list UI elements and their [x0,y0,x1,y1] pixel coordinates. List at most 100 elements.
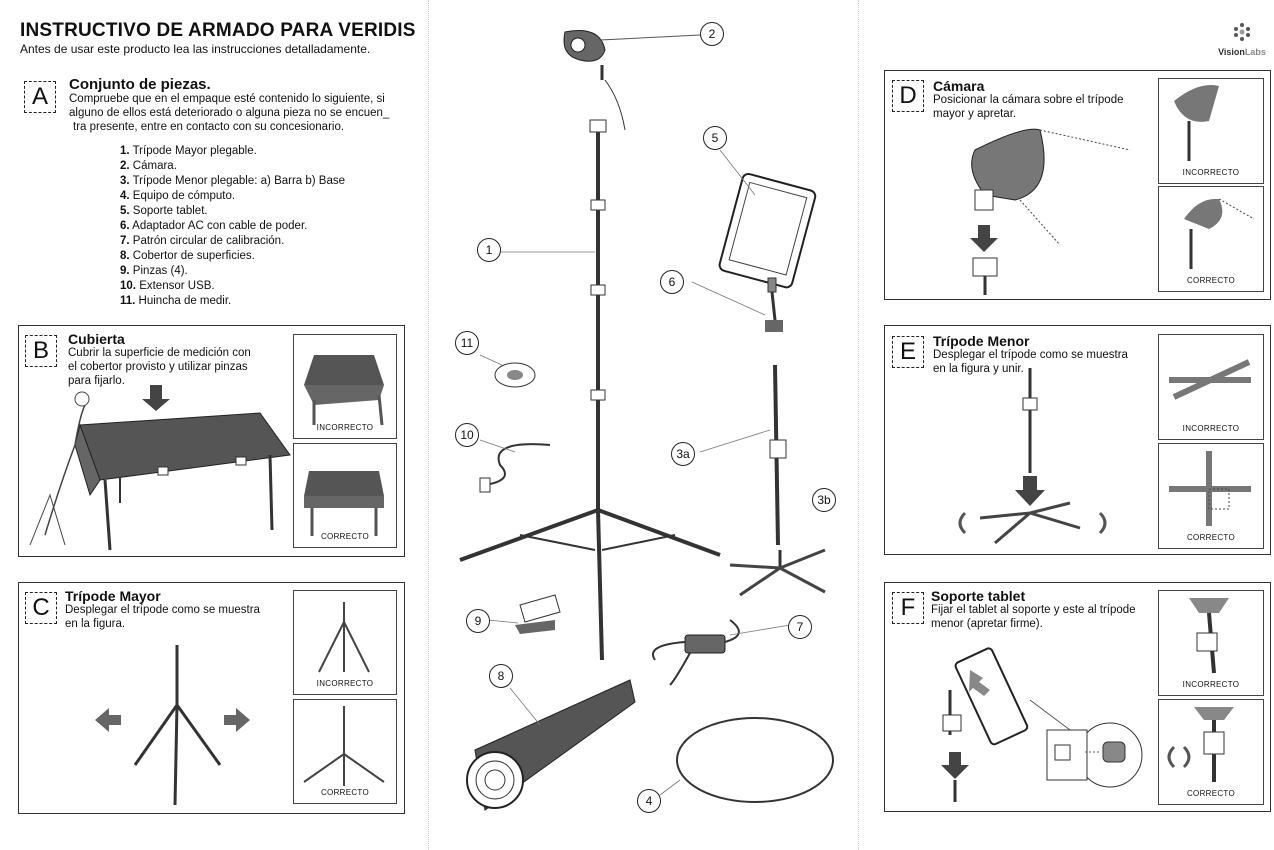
parts-list-item-number: 8. [120,250,130,262]
parts-list-item-label: Pinzas (4). [129,265,188,277]
section-f-title: Soporte tablet [931,588,1026,604]
parts-list-item-label: Equipo de cómputo. [129,190,236,202]
callout-7: 4 [637,789,661,813]
section-d-text: Posicionar la cámara sobre el trípode ma… [933,94,1124,120]
section-d-incorrect-thumb: INCORRECTO [1158,78,1264,184]
callout-1: 1 [477,238,501,262]
parts-list-item-label: Trípode Menor plegable: a) Barra b) Base [129,175,346,187]
section-e-text: Desplegar el trípode como se muestra en … [933,349,1128,375]
parts-list-item: 2. Cámara. [120,159,345,174]
parts-list-item-label: Huincha de medir. [135,295,232,307]
correct-label: CORRECTO [1186,789,1236,798]
parts-list-item: 3. Trípode Menor plegable: a) Barra b) B… [120,174,345,189]
correct-label: CORRECTO [320,532,370,541]
section-f-frame [884,582,1271,812]
incorrect-label: INCORRECTO [1182,168,1240,177]
section-c-text: Desplegar el trípode como se muestra en … [65,604,260,630]
section-f-correct-thumb: CORRECTO [1158,699,1264,805]
parts-list-item: 7. Patrón circular de calibración. [120,234,345,249]
section-e-incorrect-thumb: INCORRECTO [1158,334,1264,440]
callout-6: 7 [788,615,812,639]
parts-list-item-number: 5. [120,205,130,217]
parts-list-item: 4. Equipo de cómputo. [120,189,345,204]
parts-list-item-label: Patrón circular de calibración. [129,235,285,247]
page-subtitle: Antes de usar este producto lea las inst… [20,42,371,56]
parts-list-item-number: 2. [120,160,130,172]
section-b-correct-thumb: CORRECTO [293,443,397,548]
callout-8: 8 [489,664,513,688]
parts-list-item-number: 7. [120,235,130,247]
callout-3a: 3a [671,442,695,466]
correct-label: CORRECTO [320,788,370,797]
logo-text-vision: Vision [1218,47,1245,57]
parts-illustration [459,30,834,811]
parts-list-item-number: 3. [120,175,130,187]
parts-list-item: 1. Trípode Mayor plegable. [120,144,345,159]
parts-list-item-label: Extensor USB. [136,280,215,292]
parts-list-item-label: Cobertor de superficies. [129,250,255,262]
parts-list-item: 9. Pinzas (4). [120,264,345,279]
callout-10: 10 [455,423,479,447]
visionlabs-logo: VisionLabs [1212,22,1272,57]
section-a-title: Conjunto de piezas. [69,76,211,93]
tripod-minor-illustration [958,368,1107,545]
logo-icon [1234,23,1250,41]
section-a-text: Compruebe que en el empaque esté conteni… [69,93,390,133]
parts-list-item-label: Trípode Mayor plegable. [129,145,257,157]
parts-list-item-number: 4. [120,190,130,202]
parts-list: 1. Trípode Mayor plegable.2. Cámara.3. T… [120,144,345,309]
section-b-frame [18,325,405,557]
section-f-incorrect-thumb: INCORRECTO [1158,590,1264,696]
incorrect-label: INCORRECTO [316,423,374,432]
parts-list-item: 6. Adaptador AC con cable de poder. [120,219,345,234]
section-b-text: Cubrir la superficie de medición con el … [68,347,251,387]
section-f-text: Fijar el tablet al soporte y este al trí… [931,604,1136,630]
correct-label: CORRECTO [1186,276,1236,285]
callout-3b: 3b [812,488,836,512]
section-b-letter: B [25,335,57,367]
section-b-incorrect-thumb: INCORRECTO [293,334,397,439]
camera-mount-illustration [970,128,1131,295]
callout-11: 11 [455,331,479,355]
section-a-letter: A [24,81,56,113]
section-c-letter: C [25,592,57,624]
section-e-correct-thumb: CORRECTO [1158,443,1264,549]
tablet-mount-illustration [941,647,1143,802]
callout-2: 2 [700,22,724,46]
section-f-letter: F [892,592,924,624]
section-d-correct-thumb: CORRECTO [1158,186,1264,292]
tripod-major-illustration [95,645,250,806]
callout-9: 9 [466,609,490,633]
callout-4: 5 [703,126,727,150]
section-c-incorrect-thumb: INCORRECTO [293,590,397,695]
correct-label: CORRECTO [1186,533,1236,542]
section-d-letter: D [892,80,924,112]
parts-list-item: 10. Extensor USB. [120,279,345,294]
parts-list-item-number: 9. [120,265,130,277]
incorrect-label: INCORRECTO [316,679,374,688]
parts-list-item-label: Cámara. [129,160,177,172]
parts-list-item-number: 11. [120,295,136,307]
parts-list-item-label: Adaptador AC con cable de poder. [129,220,308,232]
parts-list-item-number: 10. [120,280,136,292]
section-c-frame [18,582,405,814]
section-d-title: Cámara [933,78,985,94]
page-title: INSTRUCTIVO DE ARMADO PARA VERIDIS [20,20,416,41]
section-e-letter: E [892,336,924,368]
parts-list-item-number: 6. [120,220,130,232]
section-e-frame [884,325,1271,555]
section-e-title: Trípode Menor [933,333,1030,349]
section-b-title: Cubierta [68,331,125,347]
parts-list-item: 11. Huincha de medir. [120,294,345,309]
section-d-frame [884,70,1271,300]
parts-list-item: 5. Soporte tablet. [120,204,345,219]
parts-list-item: 8. Cobertor de superficies. [120,249,345,264]
incorrect-label: INCORRECTO [1182,424,1240,433]
cover-table-illustration [29,385,291,551]
callout-5: 6 [660,270,684,294]
incorrect-label: INCORRECTO [1182,680,1240,689]
parts-list-item-label: Soporte tablet. [129,205,208,217]
section-c-correct-thumb: CORRECTO [293,699,397,804]
logo-text-labs: Labs [1244,47,1266,57]
section-c-title: Trípode Mayor [65,588,161,604]
